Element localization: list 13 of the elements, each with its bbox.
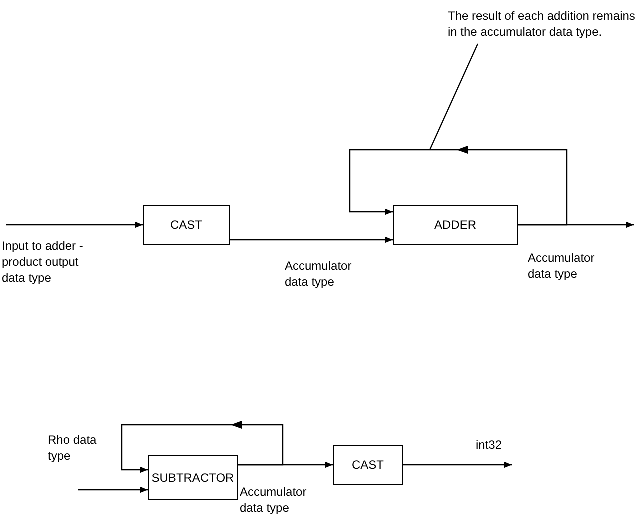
leader-line — [429, 44, 479, 150]
process-box: CAST — [143, 205, 230, 245]
process-box: CAST — [333, 445, 403, 485]
arrow — [6, 222, 143, 228]
arrow — [403, 462, 512, 468]
process-box: SUBTRACTOR — [148, 455, 238, 500]
process-box: ADDER — [393, 205, 518, 245]
arrow — [230, 236, 393, 244]
note-text: The result of each addition remains in the accumulator data type. — [448, 4, 642, 44]
arrow — [78, 486, 148, 494]
feedback-arrow — [349, 146, 568, 226]
arrow — [238, 462, 333, 468]
feedback-arrow — [121, 421, 284, 474]
